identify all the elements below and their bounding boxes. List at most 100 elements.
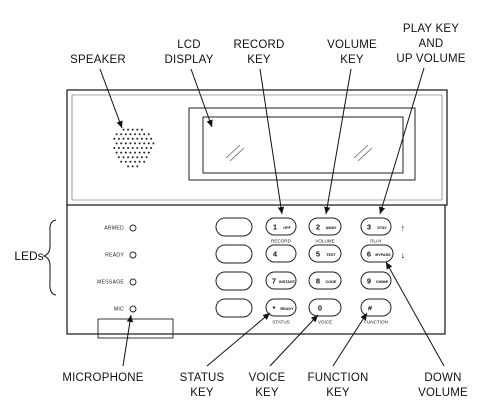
key-7-function: INSTANT	[279, 280, 296, 284]
leader-function	[332, 312, 368, 367]
speaker-hole	[136, 165, 139, 168]
key-3-caption: PLAY	[370, 239, 381, 244]
key-2-caption: VOLUME	[315, 239, 334, 244]
callout-function-line2: KEY	[326, 387, 350, 399]
speaker-hole	[136, 147, 139, 149]
key-5[interactable]: 5 TEST	[308, 244, 342, 263]
speaker-hole	[134, 151, 136, 154]
callout-speaker: SPEAKER	[70, 54, 126, 66]
speaker-hole	[136, 128, 139, 131]
key-0[interactable]: 0 VOICE	[308, 298, 342, 325]
function-key-d[interactable]	[215, 298, 253, 318]
function-key-c[interactable]	[215, 271, 253, 291]
function-key-b[interactable]	[215, 244, 253, 264]
speaker-hole	[134, 133, 136, 136]
lcd-glare	[353, 144, 369, 159]
key-hash-caption: FUNCTION	[364, 320, 388, 325]
speaker-hole	[127, 137, 130, 140]
led-label-ready: READY	[105, 253, 124, 259]
speaker-hole	[129, 142, 132, 145]
speaker-hole	[136, 137, 139, 140]
key-1-caption: RECORD	[271, 239, 292, 244]
key-3[interactable]: 3 STAY PLAY	[360, 217, 392, 244]
key-7[interactable]: 7 INSTANT	[265, 271, 297, 290]
key-star[interactable]: * READY STATUS	[265, 298, 297, 325]
callout-record-line2: KEY	[247, 54, 271, 66]
speaker-hole	[122, 137, 125, 140]
key-9-function: CHIME	[376, 280, 389, 284]
speaker-hole	[124, 160, 127, 163]
key-1-function: OFF	[283, 226, 291, 230]
key-1[interactable]: 1 OFF RECORD	[265, 217, 297, 244]
speaker-hole	[127, 156, 130, 159]
leader-speaker	[99, 68, 123, 129]
speaker-hole	[143, 160, 146, 163]
speaker-hole	[145, 137, 148, 140]
led-message	[129, 278, 137, 286]
key-8-number: 8	[316, 277, 320, 286]
key-8-function: CODE	[326, 280, 337, 284]
speaker-hole	[138, 160, 141, 163]
key-4-number: 4	[273, 250, 278, 259]
speaker-hole	[134, 142, 136, 145]
speaker-hole	[115, 142, 118, 145]
key-7-number: 7	[272, 277, 276, 286]
leader-voice	[269, 314, 319, 367]
up-arrow-icon: ↑	[401, 223, 406, 233]
key-0-caption: VOICE	[318, 320, 332, 325]
callout-function-line1: FUNCTION	[307, 372, 368, 384]
speaker-hole	[124, 133, 127, 136]
speaker-hole	[129, 133, 132, 136]
speaker-hole	[136, 156, 139, 159]
leds-brace	[42, 219, 57, 296]
key-5-number: 5	[316, 250, 320, 259]
leader-microphone	[122, 314, 134, 367]
speaker-hole	[138, 142, 141, 145]
keypad-keys: 1 OFF RECORD 2 AWAY VOLUME 3 STAY PLAY 4…	[265, 217, 394, 325]
key-6-number: 6	[367, 250, 371, 259]
lcd-display	[188, 107, 416, 181]
key-4[interactable]: 4	[265, 244, 297, 263]
callout-status-line2: KEY	[190, 387, 214, 399]
function-key-a[interactable]	[215, 217, 253, 237]
lcd-bezel	[188, 107, 416, 181]
key-star-function: READY	[280, 307, 294, 311]
speaker-hole	[115, 133, 118, 136]
callout-play-line3: UP VOLUME	[396, 53, 465, 65]
key-hash[interactable]: # FUNCTION	[360, 298, 392, 325]
led-label-armed: ARMED	[104, 226, 124, 232]
led-label-mic: MIC	[114, 307, 124, 313]
microphone-slot	[97, 318, 174, 339]
leader-volume	[324, 68, 352, 215]
callout-volume-line2: KEY	[340, 54, 364, 66]
key-2-function: AWAY	[326, 226, 337, 230]
speaker-hole	[134, 160, 136, 163]
keypad-lower-housing	[66, 205, 446, 335]
key-0-number: 0	[318, 304, 322, 313]
speaker-hole	[122, 128, 125, 131]
keypad-upper-housing	[66, 89, 448, 206]
key-3-number: 3	[367, 223, 371, 232]
speaker-hole	[143, 151, 146, 154]
speaker-hole	[145, 147, 148, 149]
callout-leds: LEDs	[14, 249, 43, 263]
speaker-hole	[143, 142, 146, 145]
led-label-message: MESSAGE	[97, 280, 124, 286]
speaker-hole	[117, 147, 120, 149]
key-3-function: STAY	[377, 226, 387, 230]
speaker-hole	[147, 151, 150, 154]
speaker-hole	[140, 137, 143, 140]
callout-play-line1: PLAY KEY	[403, 23, 459, 35]
led-ready	[129, 251, 137, 259]
leader-record	[259, 68, 285, 215]
speaker-hole	[150, 137, 153, 140]
speaker-hole	[143, 133, 146, 136]
key-9[interactable]: 9 CHIME	[360, 271, 392, 290]
speaker-hole	[120, 160, 123, 163]
key-6[interactable]: 6 BYPASS	[360, 244, 394, 263]
callout-record-line1: RECORD	[233, 39, 284, 51]
key-8[interactable]: 8 CODE	[308, 271, 342, 290]
key-hash-symbol: #	[368, 304, 373, 313]
key-2[interactable]: 2 AWAY VOLUME	[308, 217, 342, 244]
